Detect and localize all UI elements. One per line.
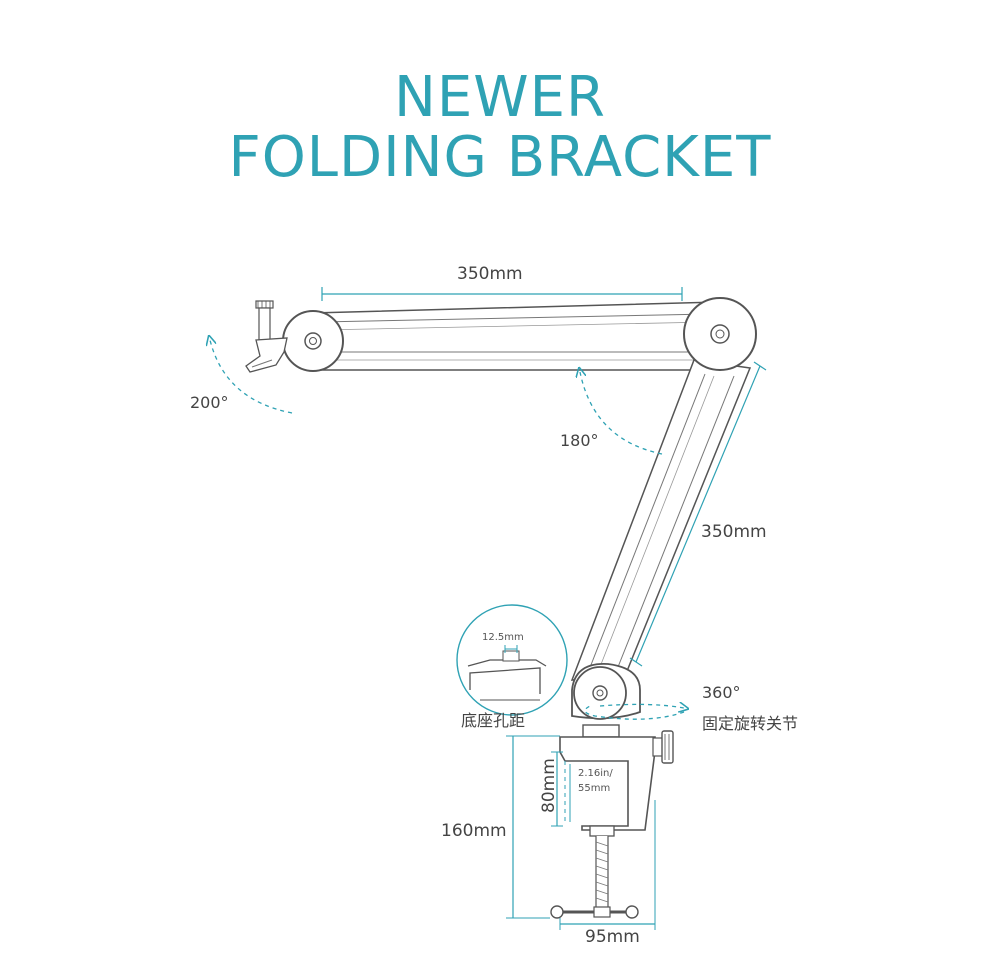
label-clamp-opening-mm: 55mm: [578, 783, 611, 794]
label-lower-arm-length: 350mm: [701, 522, 767, 542]
title-line-1: NEWER: [394, 65, 606, 130]
head-joint: [282, 310, 344, 372]
label-total-height: 160mm: [441, 821, 507, 841]
lower-arm: [570, 359, 752, 681]
desk-clamp: [550, 724, 674, 919]
label-elbow-fold-angle: 180°: [560, 431, 599, 450]
label-base-rotation-angle: 360°: [702, 683, 741, 702]
base-hole-detail: [456, 604, 568, 716]
dimension-clamp-height: [551, 751, 563, 827]
mic-adapter: [245, 300, 288, 373]
label-base-hole-size: 12.5mm: [482, 632, 524, 643]
label-upper-arm-length: 350mm: [457, 264, 523, 284]
label-clamp-height: 80mm: [539, 758, 559, 813]
elbow-joint: [683, 297, 757, 371]
upper-arm: [311, 301, 719, 371]
rotation-arc-360: [584, 704, 684, 720]
dimension-lower-arm: [629, 361, 767, 667]
label-clamp-opening-in: 2.16in/: [578, 768, 613, 779]
label-base-hole-caption: 底座孔距: [461, 711, 526, 730]
dimension-top-arm: [321, 287, 683, 301]
label-base-rotation-caption: 固定旋转关节: [702, 714, 799, 733]
base-joint: [571, 663, 641, 720]
dimension-clamp-width: [559, 800, 656, 930]
label-clamp-width: 95mm: [585, 927, 640, 947]
label-head-tilt-angle: 200°: [190, 393, 229, 412]
title-line-2: FOLDING BRACKET: [228, 125, 772, 190]
dimension-total-height: [506, 735, 560, 919]
